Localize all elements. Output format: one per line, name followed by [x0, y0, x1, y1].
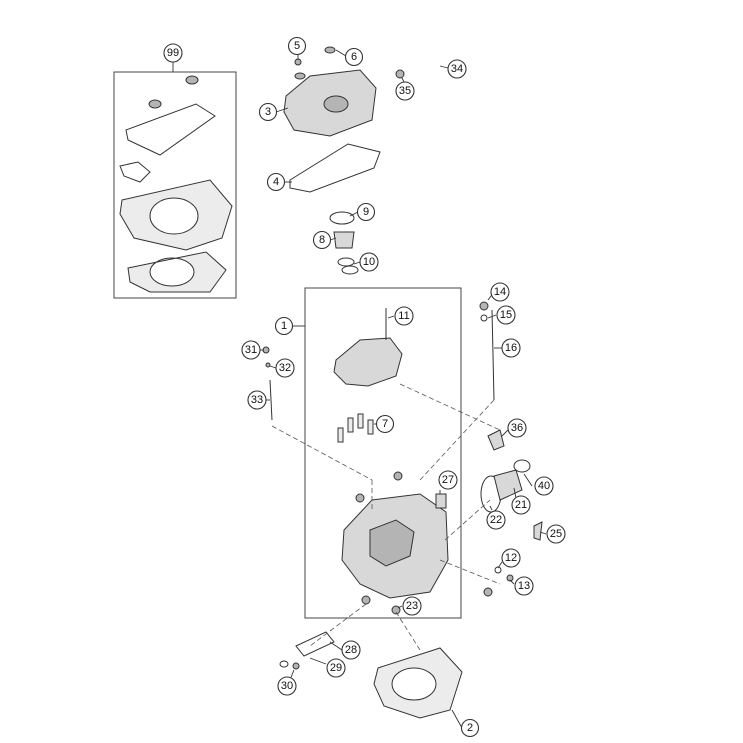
callout-25: 25 [546, 524, 566, 544]
callout-35-label: 35 [399, 85, 411, 97]
callout-5-label: 5 [294, 40, 300, 52]
callout-10: 10 [359, 252, 379, 272]
callout-99: 99 [163, 43, 183, 63]
callout-4-label: 4 [273, 176, 279, 188]
callout-34-label: 34 [451, 63, 463, 75]
callout-22: 22 [486, 510, 506, 530]
callout-27-label: 27 [442, 474, 454, 486]
callout-15-label: 15 [500, 309, 512, 321]
bottom-gaskets [279, 631, 463, 719]
callout-14: 14 [490, 282, 510, 302]
callout-28-label: 28 [345, 644, 357, 656]
callout-2-label: 2 [467, 722, 473, 734]
callout-33-label: 33 [251, 394, 263, 406]
callout-9-label: 9 [363, 206, 369, 218]
callout-35: 35 [395, 81, 415, 101]
cylinder-head-parts [262, 301, 543, 615]
callout-99-label: 99 [167, 47, 179, 59]
valve-cover-group [283, 46, 489, 275]
callout-15: 15 [496, 305, 516, 325]
callout-36: 36 [507, 418, 527, 438]
callout-27: 27 [438, 470, 458, 490]
leader-lines [260, 49, 547, 729]
callout-11-label: 11 [398, 310, 409, 322]
callout-2: 2 [460, 718, 480, 738]
callout-4: 4 [266, 172, 286, 192]
callout-10-label: 10 [363, 256, 375, 268]
callout-40-label: 40 [538, 480, 550, 492]
callout-1-label: 1 [281, 320, 287, 332]
callout-14-label: 14 [494, 286, 506, 298]
callout-29-label: 29 [330, 662, 342, 674]
callout-23-label: 23 [406, 600, 418, 612]
callout-8-label: 8 [319, 234, 325, 246]
callout-7: 7 [375, 414, 395, 434]
callout-30: 30 [277, 676, 297, 696]
callout-9: 9 [356, 202, 376, 222]
callout-21-label: 21 [515, 499, 527, 511]
callout-7-label: 7 [382, 418, 388, 430]
callout-6: 6 [344, 47, 364, 67]
valve-guide-set [337, 413, 374, 443]
gasket-kit-parts [119, 75, 233, 293]
callout-8: 8 [312, 230, 332, 250]
gasket-kit-frame [113, 62, 237, 299]
callout-31-label: 31 [245, 344, 257, 356]
callout-13: 13 [514, 576, 534, 596]
callout-34: 34 [447, 59, 467, 79]
callout-31: 31 [241, 340, 261, 360]
callout-3-label: 3 [265, 106, 271, 118]
cylinder-head-frame [304, 287, 462, 619]
callout-12: 12 [501, 548, 521, 568]
callout-16: 16 [501, 338, 521, 358]
callout-1: 1 [274, 316, 294, 336]
callout-23: 23 [402, 596, 422, 616]
callout-28: 28 [341, 640, 361, 660]
callout-32: 32 [275, 358, 295, 378]
callout-3: 3 [258, 102, 278, 122]
callout-40: 40 [534, 476, 554, 496]
callout-25-label: 25 [550, 528, 562, 540]
callout-32-label: 32 [279, 362, 291, 374]
callout-11: 11 [394, 306, 414, 326]
callout-30-label: 30 [281, 680, 293, 692]
callout-21: 21 [511, 495, 531, 515]
callout-12-label: 12 [505, 552, 517, 564]
callout-5: 5 [287, 36, 307, 56]
callout-13-label: 13 [518, 580, 530, 592]
callout-16-label: 16 [505, 342, 517, 354]
callout-33: 33 [247, 390, 267, 410]
assembly-lines [271, 383, 501, 651]
callout-29: 29 [326, 658, 346, 678]
callout-6-label: 6 [351, 51, 357, 63]
callout-22-label: 22 [490, 514, 502, 526]
callout-36-label: 36 [511, 422, 523, 434]
